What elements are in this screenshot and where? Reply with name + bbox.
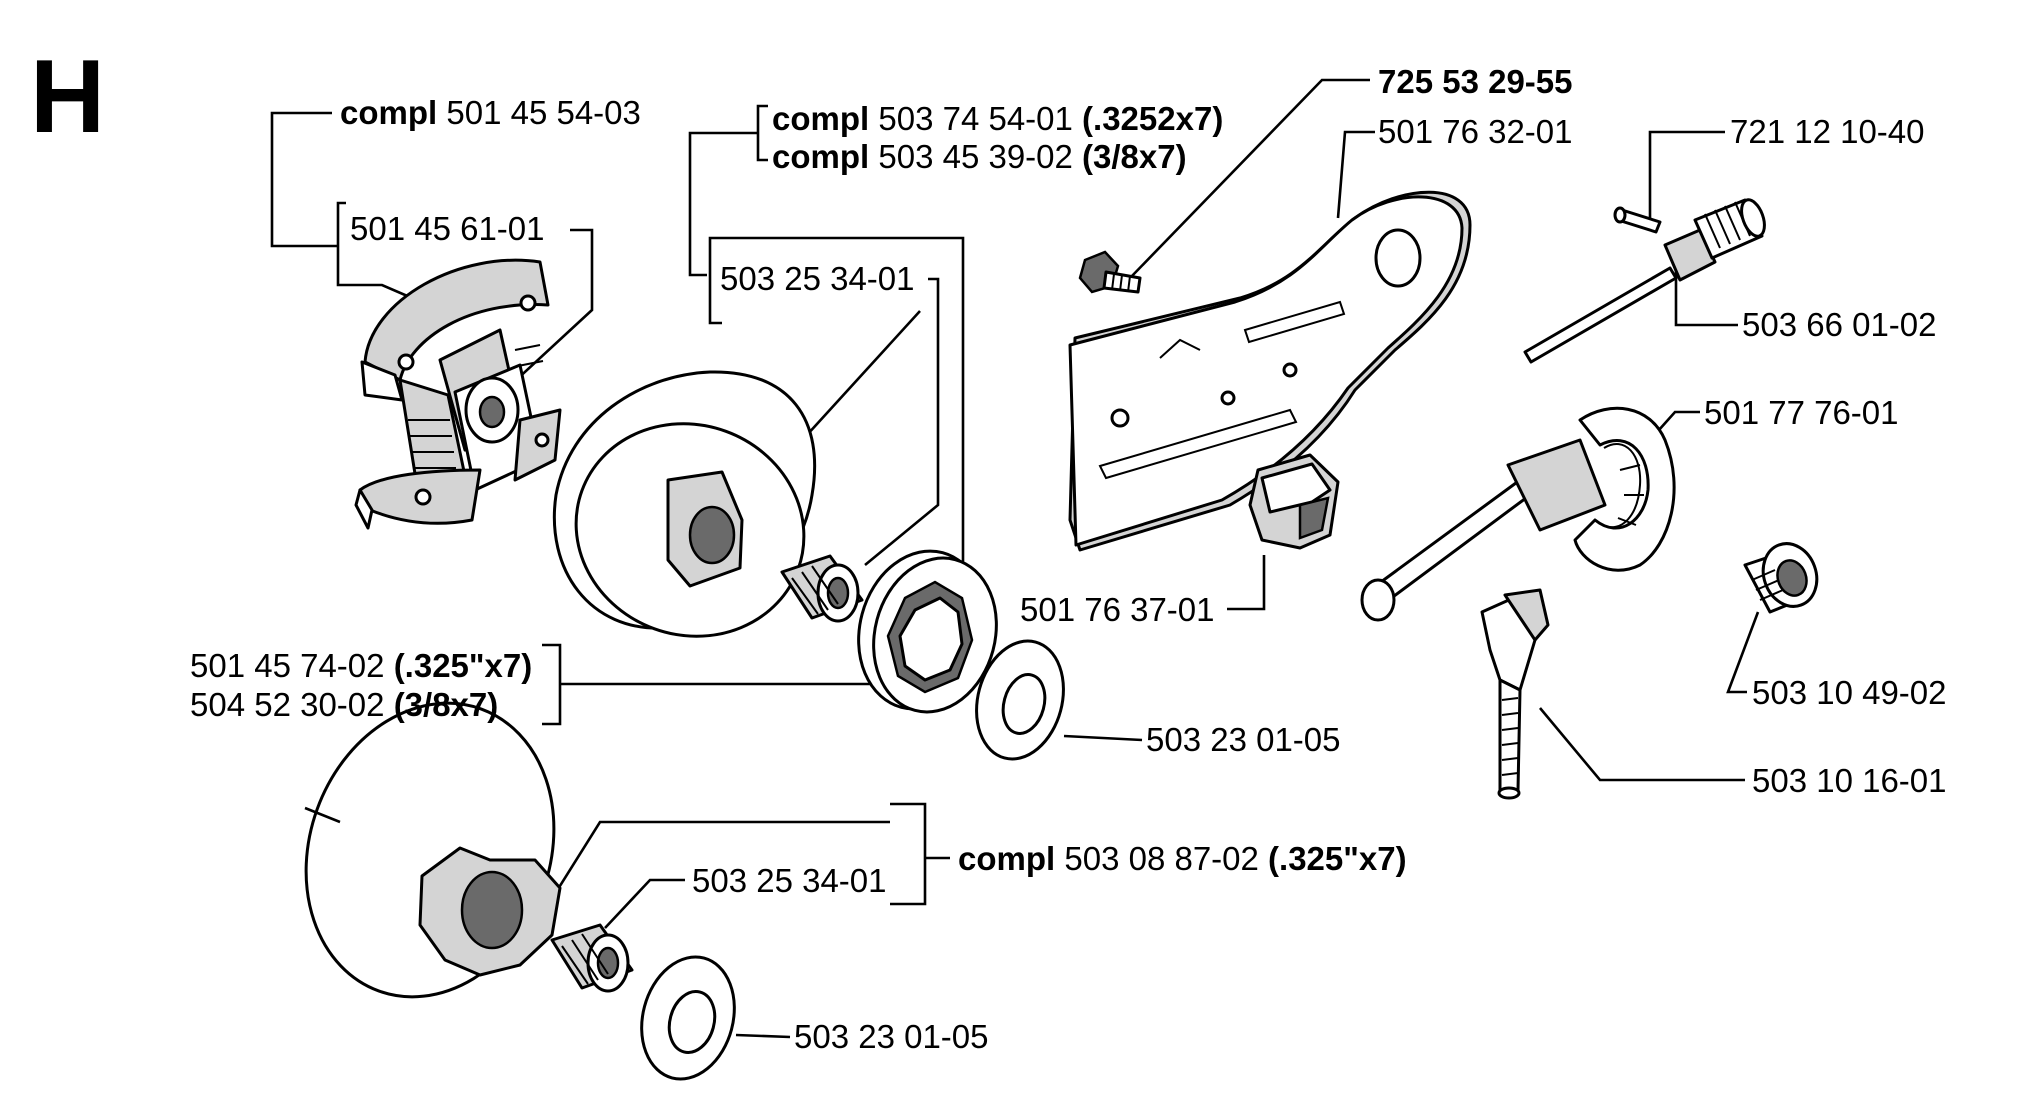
label-drum-compl-2: compl 503 45 39-02 (3/8x7) (772, 138, 1187, 175)
label-guide-plate: 501 76 32-01 (1378, 113, 1573, 150)
needle-bearing-icon (780, 554, 864, 623)
section-letter: H (30, 39, 105, 155)
pin-icon (1613, 206, 1662, 234)
suction-pipe-icon (1480, 588, 1550, 800)
clutch-drum-icon (552, 370, 817, 638)
part-labels: compl 501 45 54-03 501 45 61-01 compl 50… (190, 63, 1947, 1055)
label-pin: 721 12 10-40 (1730, 113, 1925, 150)
label-pump-pipe: 503 10 16-01 (1752, 762, 1947, 799)
spring-icon (1743, 542, 1819, 614)
label-washer-bottom: 503 23 01-05 (794, 1018, 989, 1055)
label-washer-top: 503 23 01-05 (1146, 721, 1341, 758)
sprocket-rim-icon (857, 549, 998, 714)
label-bearing-top: 503 25 34-01 (720, 260, 915, 297)
bolt-icon (1078, 250, 1142, 294)
label-bolt-kit: 725 53 29-55 (1378, 63, 1573, 100)
label-spring: 503 10 49-02 (1752, 674, 1947, 711)
spur-drum-icon (304, 701, 562, 999)
label-drum-compl-1: compl 503 74 54-01 (.3252x7) (772, 100, 1223, 137)
oil-pump-housing-icon (1360, 406, 1676, 622)
needle-bearing-icon (550, 923, 634, 993)
label-clutch-compl: compl 501 45 54-03 (340, 94, 641, 131)
pump-shaft-icon (1523, 198, 1766, 364)
washer-icon (640, 955, 736, 1081)
chain-guide-icon (1248, 453, 1340, 550)
label-pump-shaft: 503 66 01-02 (1742, 306, 1937, 343)
label-rim-2: 504 52 30-02 (3/8x7) (190, 686, 498, 723)
leader-lines (270, 78, 1760, 1039)
label-chain-guide: 501 76 37-01 (1020, 591, 1215, 628)
label-bearing-bottom: 503 25 34-01 (692, 862, 887, 899)
washer-icon (975, 639, 1065, 761)
label-clutch-shoe: 501 45 61-01 (350, 210, 545, 247)
label-pump-housing: 501 77 76-01 (1704, 394, 1899, 431)
label-drum-compl-3: compl 503 08 87-02 (.325"x7) (958, 840, 1407, 877)
label-rim-1: 501 45 74-02 (.325"x7) (190, 647, 532, 684)
clutch-assembly-icon (354, 258, 562, 530)
guide-plate-icon (1068, 190, 1472, 552)
